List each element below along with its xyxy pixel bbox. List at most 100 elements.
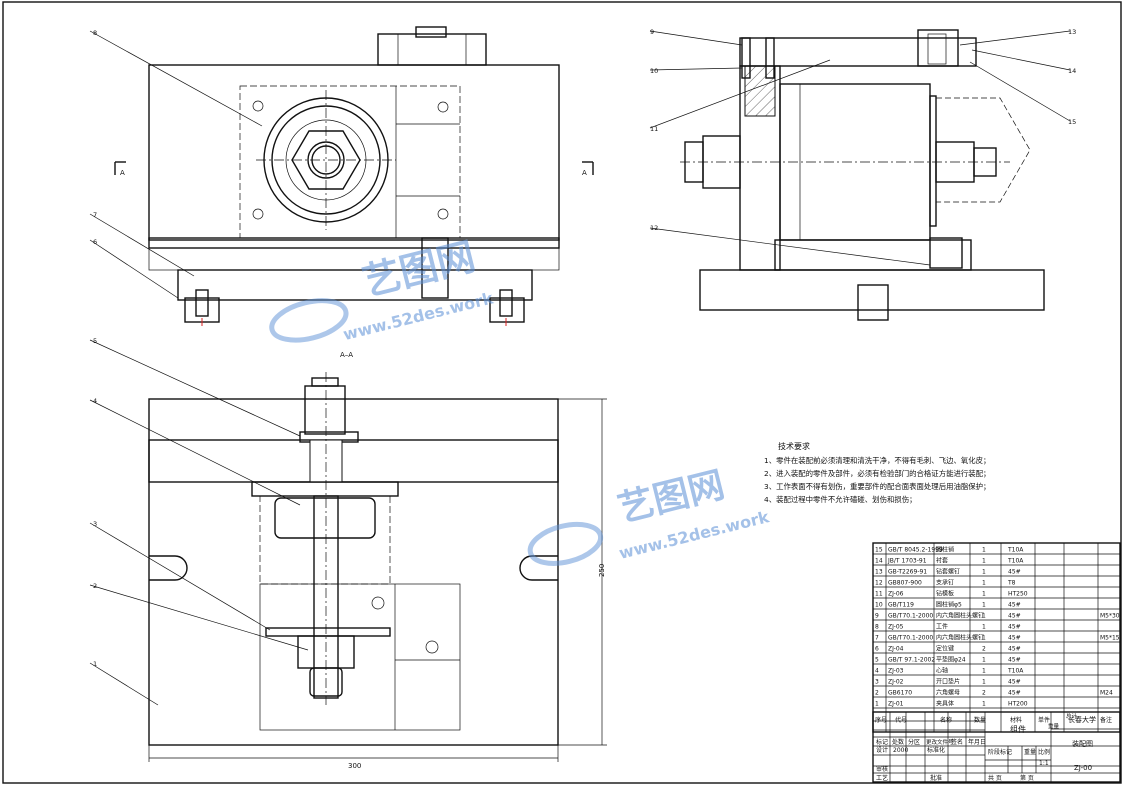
- callout-labels: 8 7 6 5 4 3 2 1 9 10 11 12 13 14 15: [93, 28, 1076, 668]
- callout-9: 9: [650, 28, 654, 36]
- bom-cell-name: 衬套: [936, 557, 948, 565]
- bom-header-no: 序号: [875, 716, 887, 724]
- side-view: [680, 29, 1045, 321]
- bom-header-qty: 数量: [974, 716, 986, 724]
- tb-label-stage: 阶段标记: [988, 748, 1012, 756]
- bom-header-weight: 重量: [1048, 722, 1060, 730]
- bom-cell-qty: 2: [982, 690, 986, 697]
- bom-cell-code: GB6170: [888, 690, 912, 697]
- bom-cell-name: 圆柱销: [936, 546, 954, 554]
- bom-header-note: 备注: [1100, 716, 1112, 724]
- bom-cell-material: 45#: [1008, 657, 1021, 664]
- section-view-aa: 300 250: [148, 372, 607, 770]
- bom-cell-code: GB/T 97.1-2002: [888, 657, 935, 664]
- tb-label-sheet: 第 页: [1020, 774, 1034, 782]
- bom-cell-no: 3: [875, 679, 879, 686]
- bom-header-total-weight: 总计: [1066, 712, 1078, 720]
- bom-cell-code: GB-T2269-91: [888, 569, 927, 576]
- bom-cell-name: 心轴: [936, 667, 948, 675]
- tb-label-mark: 标记: [876, 738, 888, 746]
- bom-cell-name: 开口垫片: [936, 678, 960, 686]
- bom-cell-code: GB/T 8045.2-1999: [888, 547, 943, 554]
- bom-cell-code: GB/T119: [888, 602, 914, 609]
- tb-label-count: 处数: [892, 738, 904, 746]
- bom-header-material: 材料: [1010, 716, 1022, 724]
- height-dimension: 250: [598, 564, 606, 577]
- bom-cell-qty: 1: [982, 679, 986, 686]
- bom-cell-no: 15: [875, 547, 883, 554]
- tech-req-title: 技术要求: [778, 441, 810, 451]
- bom-cell-qty: 1: [982, 668, 986, 675]
- bom-cell-code: ZJ-01: [888, 701, 904, 708]
- bom-cell-no: 10: [875, 602, 883, 609]
- bom-cell-code: GB807-900: [888, 580, 922, 587]
- bom-cell-code: GB/T70.1-2000: [888, 613, 933, 620]
- bom-cell-material: 45#: [1008, 646, 1021, 653]
- bom-cell-name: 内六角圆柱头螺钉: [936, 634, 984, 642]
- tech-req-line: 4、装配过程中零件不允许磕碰、划伤和损伤；: [764, 495, 917, 504]
- tb-label-std: 标准化: [927, 746, 945, 754]
- bom-cell-qty: 1: [982, 602, 986, 609]
- bom-cell-material: 45#: [1008, 690, 1021, 697]
- bom-cell-material: 45#: [1008, 602, 1021, 609]
- callout-11: 11: [650, 125, 658, 133]
- bom-cell-qty: 1: [982, 558, 986, 565]
- bom-cell-no: 5: [875, 657, 879, 664]
- bom-header-unit_weight: 单件: [1038, 716, 1050, 724]
- bom-cell-no: 7: [875, 635, 879, 642]
- tb-label-review: 审核: [876, 765, 888, 773]
- callout-12: 12: [650, 224, 658, 232]
- bom-cell-name: 钻套螺钉: [936, 568, 960, 576]
- tb-drawing-no: ZJ-00: [1074, 764, 1092, 772]
- section-label: A–A: [340, 351, 353, 359]
- callout-13: 13: [1068, 28, 1076, 36]
- callout-1: 1: [93, 660, 97, 668]
- tb-label-change: 更改文件号: [926, 738, 954, 746]
- title-block: 标记 处数 分区 更改文件号 签名 年月日 设计 2000 标准化 审核 工艺 …: [872, 711, 1121, 783]
- bom-cell-no: 14: [875, 558, 883, 565]
- tb-assembly: 组件: [1010, 724, 1026, 734]
- tb-label-total-sheets: 共 页: [988, 774, 1002, 782]
- tb-label-zone: 分区: [908, 738, 920, 746]
- bom-cell-no: 9: [875, 613, 879, 620]
- callout-8: 8: [93, 29, 97, 37]
- bom-cell-name: 六角螺母: [936, 689, 960, 697]
- tech-req-line: 1、零件在装配前必须清理和清洗干净，不得有毛刺、飞边、氧化皮；: [764, 456, 990, 465]
- watermark-url-top: www.52des.work: [341, 288, 495, 344]
- tb-year: 2000: [893, 747, 908, 754]
- tb-school: 长春大学: [1068, 715, 1096, 724]
- bom-cell-name: 夹具体: [936, 700, 954, 708]
- tb-label-sign: 签名: [951, 738, 963, 746]
- tb-label-scale: 比例: [1038, 748, 1050, 756]
- bom-cell-name: 圆柱销φ5: [936, 601, 962, 609]
- tb-label-process: 工艺: [876, 774, 888, 782]
- bom-cell-name: 内六角圆柱头螺钉: [936, 612, 984, 620]
- tb-scale: 1:1: [1039, 760, 1049, 767]
- bom-header-code: 代号: [895, 716, 907, 724]
- bom-cell-name: 工件: [936, 623, 948, 631]
- bom-cell-name: 支承钉: [936, 579, 954, 587]
- bom-cell-material: 45#: [1008, 624, 1021, 631]
- callout-leaders: [89, 30, 1071, 706]
- bom-cell-no: 6: [875, 646, 879, 653]
- callout-7: 7: [93, 211, 97, 219]
- bom-cell-material: T10A: [1007, 547, 1024, 554]
- bom-cell-no: 2: [875, 690, 879, 697]
- bom-cell-code: ZJ-03: [888, 668, 904, 675]
- bom-header-name: 名称: [940, 716, 952, 724]
- bom-cell-material: 45#: [1008, 679, 1021, 686]
- bom-cell-name: 定位键: [936, 645, 954, 653]
- callout-2: 2: [93, 582, 97, 590]
- tech-req-line: 2、进入装配的零件及部件，必须有检验部门的合格证方能进行装配；: [764, 469, 990, 478]
- bom-cell-qty: 1: [982, 591, 986, 598]
- tech-req-line: 3、工作表面不得有划伤，重要部件的配合面表面处理后用油脂保护；: [764, 482, 990, 491]
- bom-cell-code: ZJ-04: [888, 646, 904, 653]
- tb-label-date: 年月日: [968, 738, 986, 746]
- bom-cell-code: ZJ-05: [888, 624, 904, 631]
- bom-cell-no: 1: [875, 701, 879, 708]
- bom-cell-material: 45#: [1008, 635, 1021, 642]
- bom-cell-code: JB/T 1703-91: [887, 558, 927, 565]
- section-marker-left: A: [120, 169, 125, 177]
